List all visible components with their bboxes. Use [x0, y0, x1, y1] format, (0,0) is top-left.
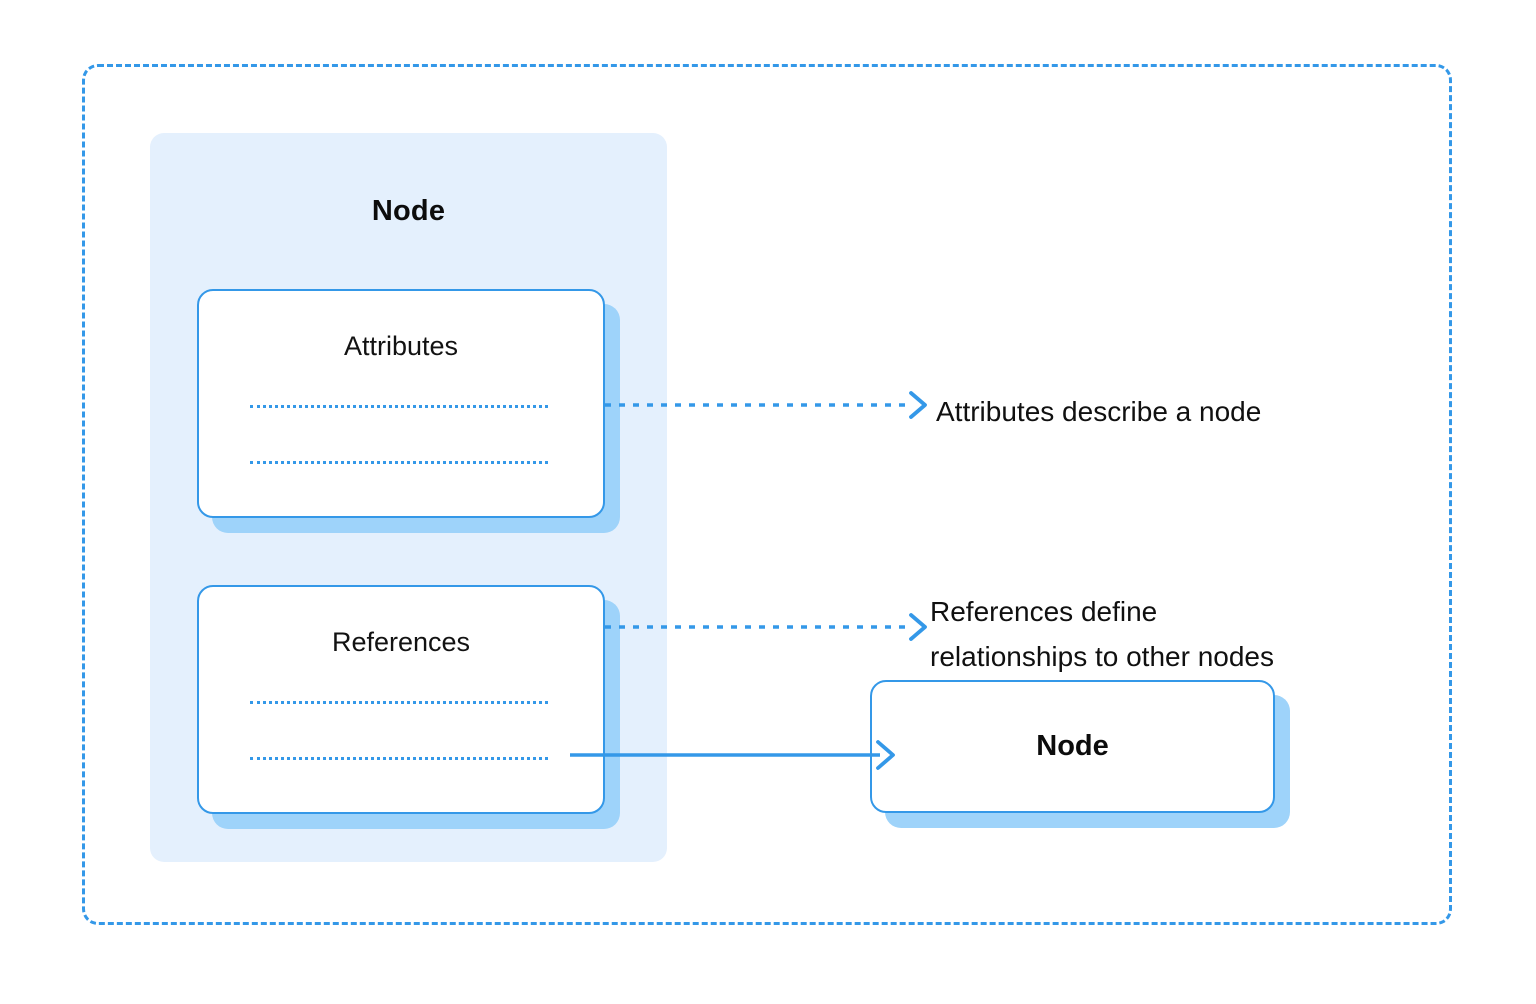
- attributes-card-title: Attributes: [343, 331, 459, 361]
- references-row-line-2: [250, 757, 548, 760]
- target-node-label: Node: [1036, 730, 1109, 762]
- references-card-title: References: [331, 627, 471, 657]
- references-row-line-1: [250, 701, 548, 704]
- references-card[interactable]: References: [197, 585, 605, 814]
- target-node-box[interactable]: Node: [870, 680, 1275, 813]
- attributes-row-line-2: [250, 461, 548, 464]
- node-panel-title: Node: [371, 195, 446, 227]
- attributes-callout-text: Attributes describe a node: [936, 396, 1262, 427]
- references-callout-text: References define relationships to other…: [930, 596, 1274, 673]
- attributes-card[interactable]: Attributes: [197, 289, 605, 518]
- outer-dashed-frame: [82, 64, 1452, 925]
- attributes-row-line-1: [250, 405, 548, 408]
